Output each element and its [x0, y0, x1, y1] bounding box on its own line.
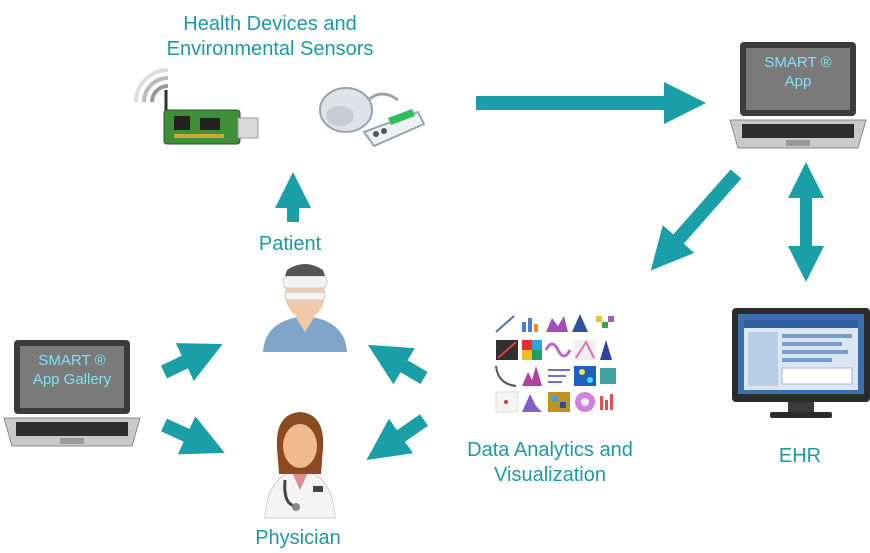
- devices-label-line1: Health Devices and: [183, 13, 357, 35]
- patient-icon: [263, 264, 347, 352]
- physician-label: Physician: [255, 527, 341, 549]
- smart-app-line1: SMART ®: [764, 54, 832, 71]
- chart-gallery-icon: [492, 312, 622, 416]
- ehr-label: EHR: [778, 445, 822, 467]
- arrow-app-to-analytics: [650, 169, 742, 271]
- usb-sensor-icon: [134, 68, 259, 145]
- laptop-icon: [729, 42, 867, 149]
- smart-app-laptop: SMART ® App: [728, 40, 868, 150]
- app-gallery-line1: SMART ®: [38, 352, 106, 369]
- smart-app-line2: App: [784, 72, 812, 90]
- analytics-label: Data Analytics and Visualization: [440, 438, 660, 488]
- arrow-gallery-to-patient: [160, 343, 223, 382]
- app-gallery-laptop: SMART ® App Gallery: [2, 338, 142, 448]
- patient-label: Patient: [258, 233, 322, 255]
- smart-app-screen-text: SMART ® App: [746, 54, 850, 92]
- app-gallery-screen-text: SMART ® App Gallery: [20, 352, 124, 390]
- devices-label: Health Devices and Environmental Sensors: [140, 12, 400, 62]
- laptop-icon: [3, 340, 141, 447]
- arrow-gallery-to-physician: [161, 416, 225, 455]
- blood-pressure-monitor-icon: [319, 87, 426, 148]
- ehr-monitor-icon: [732, 308, 870, 418]
- app-gallery-line2: App Gallery: [32, 370, 112, 388]
- physician-icon: [264, 412, 336, 519]
- analytics-label-line2: Visualization: [494, 464, 606, 486]
- devices-label-line2: Environmental Sensors: [166, 38, 374, 60]
- arrow-analytics-to-patient: [367, 344, 428, 385]
- analytics-label-line1: Data Analytics and: [467, 439, 633, 461]
- arrow-analytics-to-physician: [366, 414, 428, 460]
